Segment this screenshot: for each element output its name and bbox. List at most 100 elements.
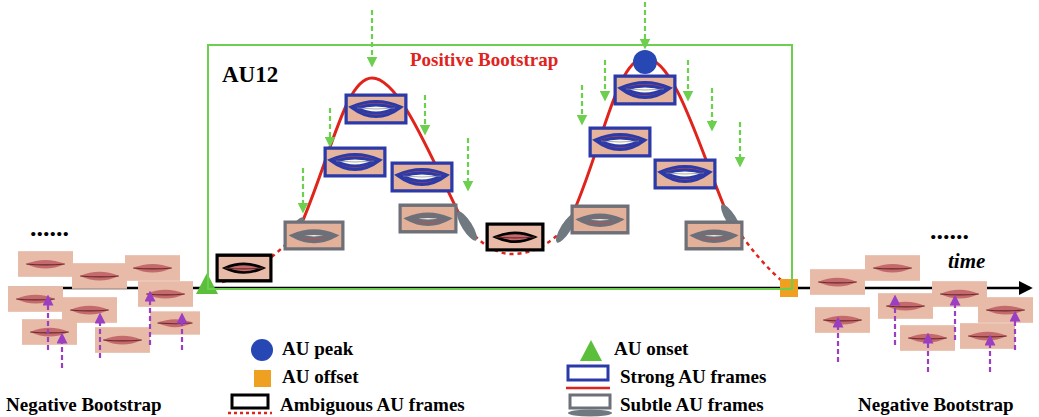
- au-curve: [222, 58, 788, 286]
- au-offset-marker: [780, 279, 798, 297]
- negative-frames: [95, 327, 150, 353]
- negative-frames: [810, 269, 865, 295]
- negative-frames: [978, 297, 1033, 323]
- au-curve: [568, 58, 728, 224]
- strong-frames: [325, 148, 385, 176]
- au-peak-marker: [633, 50, 657, 74]
- strong-frames: [590, 128, 650, 156]
- ambiguous-frames: [217, 255, 271, 280]
- strong-frames: [655, 160, 715, 188]
- negative-arrows: [48, 296, 1015, 372]
- au-label: AU12: [222, 62, 278, 87]
- negative-frames: [150, 311, 200, 334]
- au-curve: [298, 78, 464, 232]
- positive-arrows: [424, 95, 426, 130]
- legend-text: AU offset: [282, 367, 359, 388]
- ellipsis: ......: [30, 214, 69, 243]
- legend-swatches: [228, 412, 272, 415]
- negative-arrows: [181, 318, 183, 350]
- strong-frames: [346, 95, 406, 123]
- legend-swatches: [228, 339, 612, 417]
- negative-arrows: [927, 338, 929, 372]
- positive-arrows: [303, 2, 740, 208]
- negative-frames: [72, 263, 127, 289]
- strong-frames: [590, 128, 650, 156]
- region-label: Negative Bootstrap: [6, 395, 162, 416]
- strong-frames: [325, 148, 385, 176]
- negative-frames: [125, 255, 180, 281]
- au-offset-marker: [780, 279, 798, 297]
- legend-swatches: [566, 387, 610, 390]
- negative-arrows: [837, 322, 839, 362]
- ambiguous-frames: [487, 224, 543, 250]
- region-label: Negative Bootstrap: [858, 395, 1014, 416]
- negative-frames: [138, 281, 193, 307]
- legend-swatches: [568, 366, 608, 380]
- positive-arrows: [687, 60, 689, 96]
- positive-arrows: [467, 138, 469, 186]
- negative-arrows: [1014, 316, 1016, 350]
- strong-frames: [392, 163, 452, 191]
- strong-frames: [615, 76, 675, 104]
- negative-arrows: [954, 300, 956, 340]
- legend-text: Subtle AU frames: [620, 395, 764, 416]
- negative-frames: [8, 286, 63, 312]
- positive-arrows: [371, 10, 373, 62]
- legend-text: Ambiguous AU frames: [280, 395, 465, 416]
- positive-arrows: [581, 85, 583, 120]
- negative-arrows: [149, 296, 151, 345]
- ambiguous-frames: [217, 224, 543, 281]
- legend-swatches: [254, 370, 271, 387]
- legend-swatches: [232, 395, 268, 408]
- subtle-frames: [400, 205, 456, 232]
- strong-frames: [392, 163, 452, 191]
- strong-frames: [346, 95, 406, 123]
- au-curve: [464, 224, 568, 254]
- negative-frames: [960, 323, 1015, 349]
- negative-frames: [865, 255, 920, 281]
- ellipsis: ......: [930, 217, 969, 246]
- ambiguous-frames: [217, 255, 271, 281]
- subtle-markers: [454, 209, 480, 243]
- legend-swatches: [580, 340, 602, 361]
- negative-frames: [62, 297, 117, 323]
- legend-text: AU onset: [614, 339, 688, 360]
- negative-arrows: [99, 318, 101, 358]
- negative-arrows: [47, 300, 49, 350]
- subtle-frames: [285, 222, 343, 249]
- negative-frames: [878, 293, 933, 319]
- au-peak-marker: [633, 50, 657, 74]
- axis-label: time: [948, 250, 985, 273]
- positive-arrows: [644, 2, 646, 44]
- negative-frames: [8, 251, 1033, 353]
- positive-arrows: [739, 122, 741, 162]
- subtle-frames: [285, 222, 343, 249]
- legend-text: Strong AU frames: [620, 367, 766, 388]
- subtle-frames: [686, 222, 742, 248]
- legend-swatches: [251, 339, 273, 361]
- ambiguous-frames: [487, 224, 543, 250]
- positive-arrows: [329, 108, 331, 142]
- legend-swatches: [570, 395, 610, 408]
- subtle-frames: [400, 205, 456, 231]
- negative-frames: [22, 319, 77, 345]
- subtle-frames: [572, 206, 628, 233]
- negative-arrows: [894, 300, 896, 345]
- legend-swatches: [568, 410, 612, 417]
- negative-frames: [815, 307, 870, 333]
- positive-arrows: [302, 168, 304, 208]
- subtle-frames: [686, 222, 742, 249]
- subtle-frames: [572, 206, 628, 232]
- positive-arrows: [604, 60, 606, 96]
- strong-frames: [325, 76, 715, 191]
- strong-frames: [655, 160, 715, 188]
- negative-arrows: [989, 340, 991, 372]
- subtle-frames: [285, 205, 742, 249]
- region-heading: Positive Bootstrap: [410, 50, 558, 71]
- strong-frames: [615, 76, 675, 104]
- legend-text: AU peak: [282, 339, 353, 360]
- positive-arrows: [711, 88, 713, 126]
- negative-frames: [18, 251, 73, 277]
- subtle-markers: [281, 202, 744, 249]
